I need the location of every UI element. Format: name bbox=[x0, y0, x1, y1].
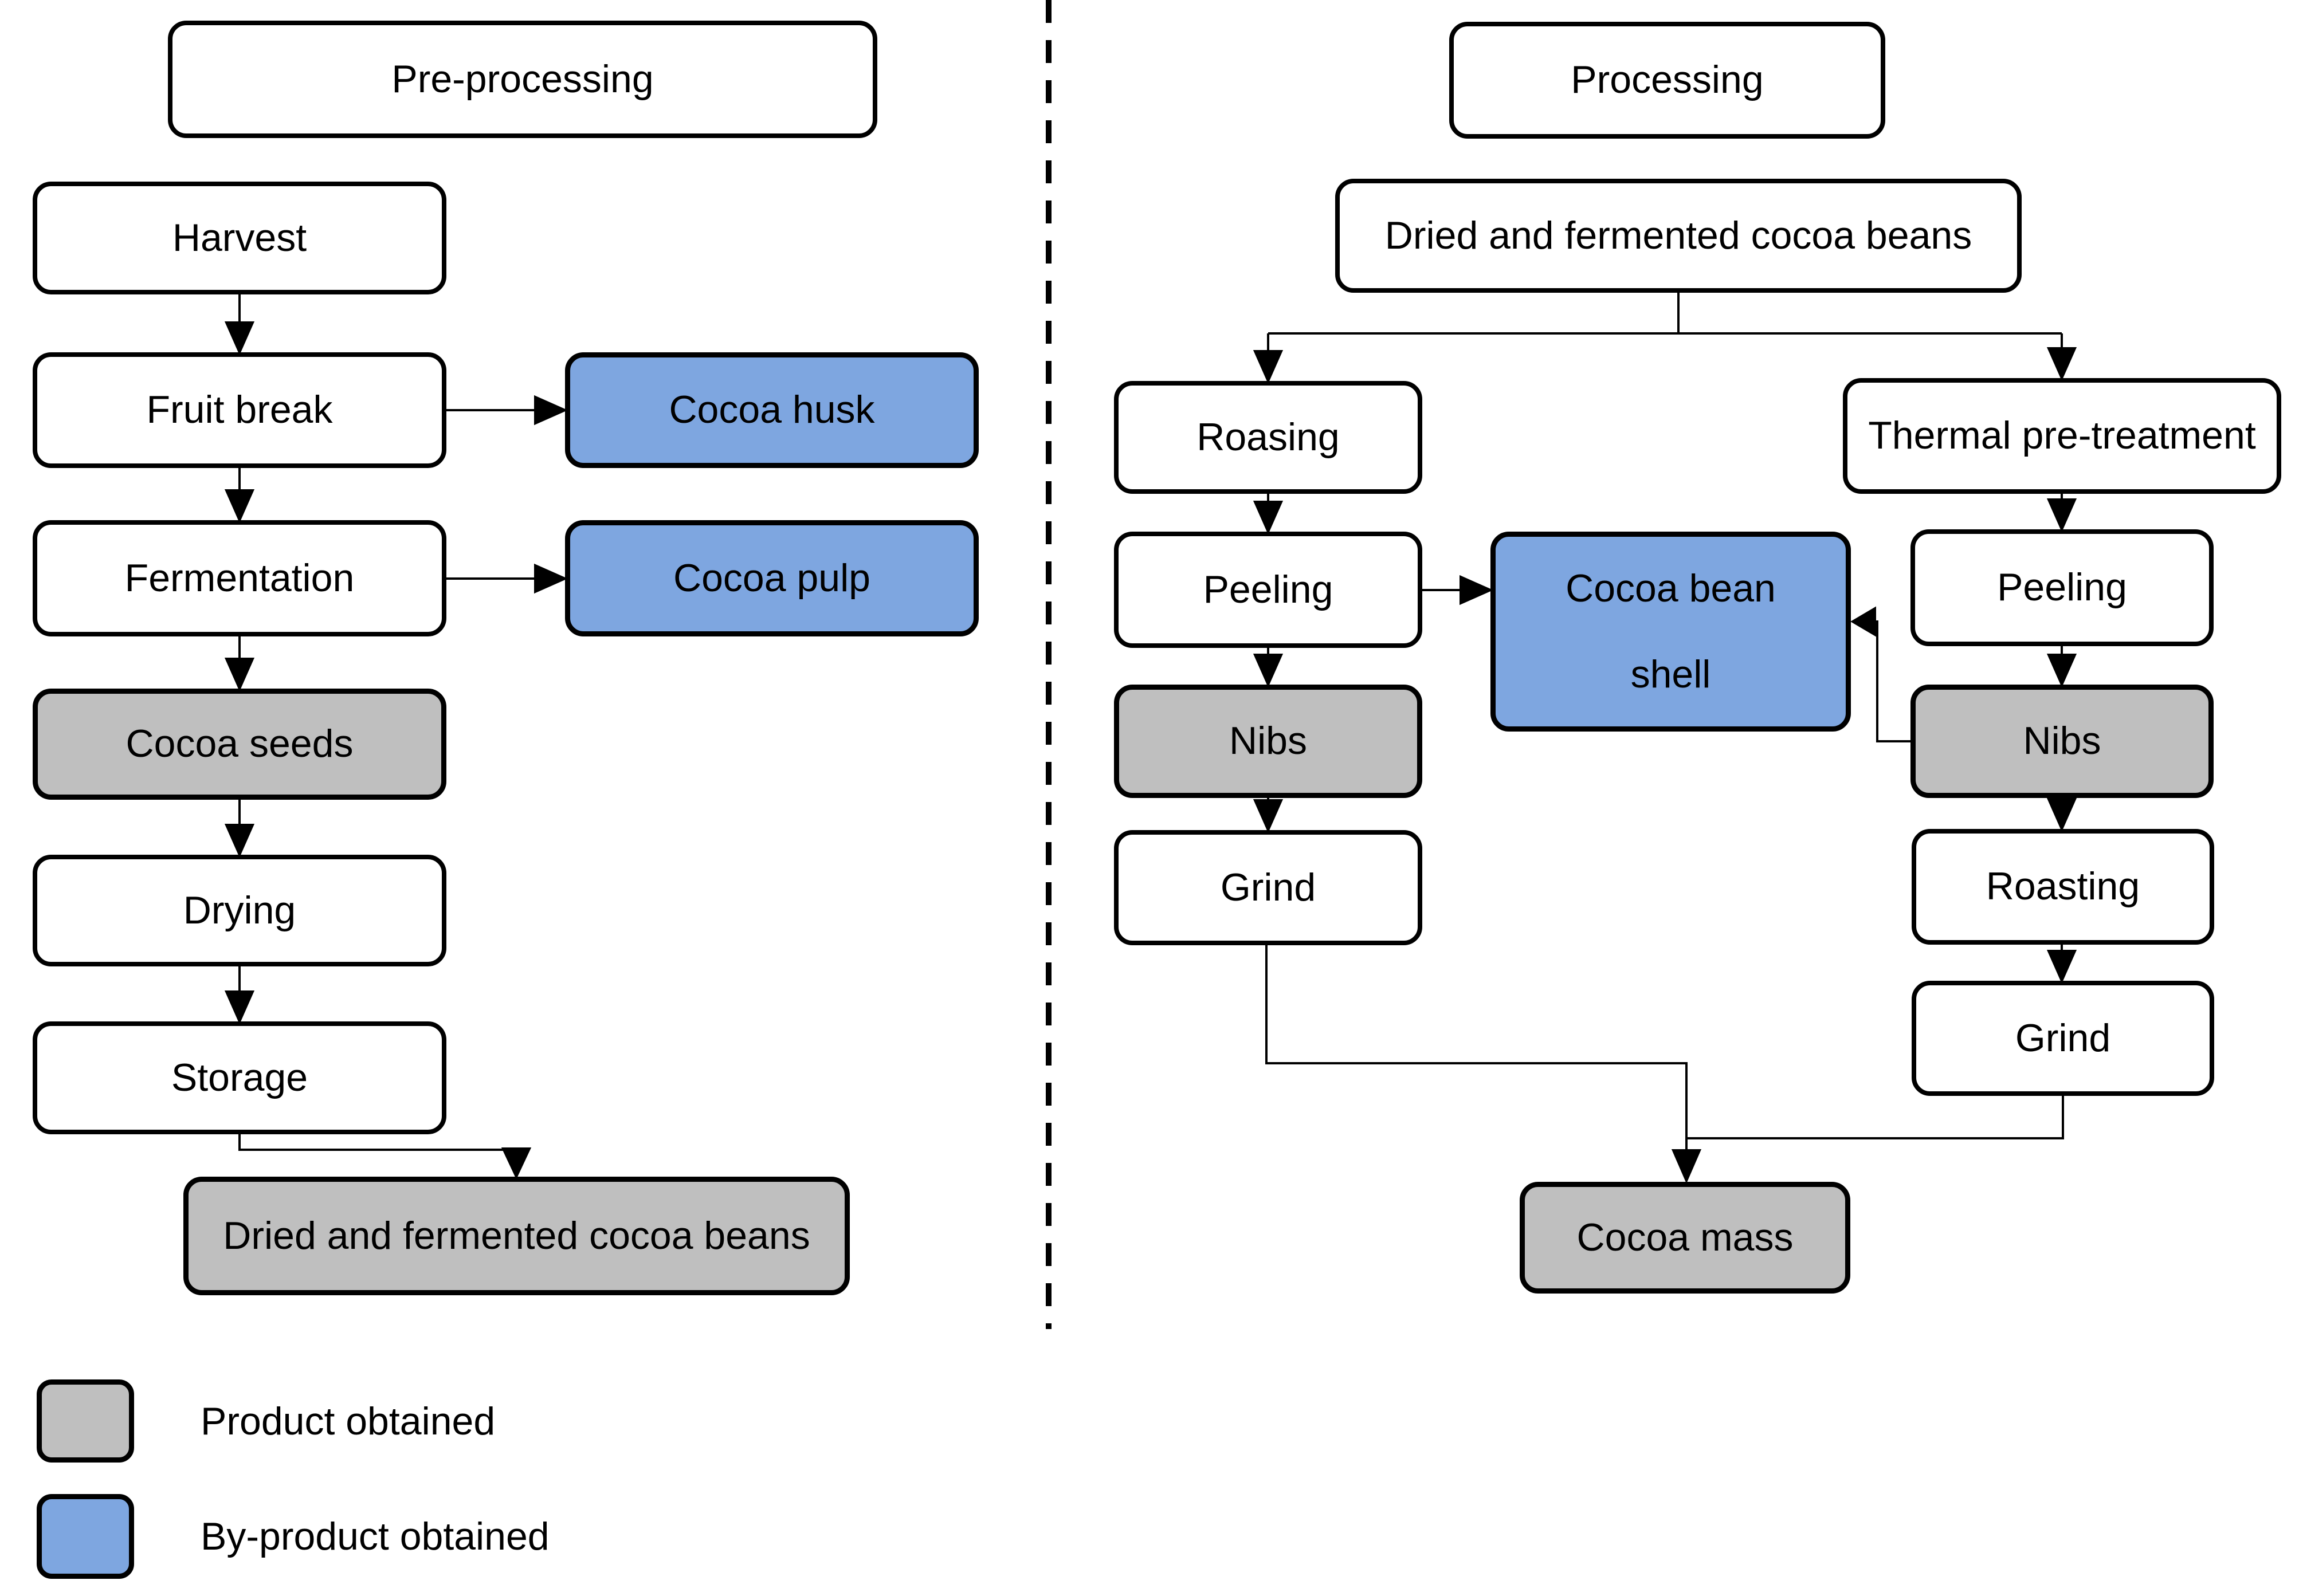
arrow-nibs-to-roasting-right bbox=[2046, 798, 2077, 832]
arrow-thermal-to-peeling-right bbox=[2046, 494, 2077, 532]
arrow-harvest-to-fruit-break bbox=[224, 294, 255, 355]
arrow-fermentation-to-cocoa-pulp bbox=[446, 563, 568, 594]
node-nibs-left: Nibs bbox=[1114, 685, 1422, 798]
node-grind-right: Grind bbox=[1912, 981, 2214, 1096]
node-fermentation: Fermentation bbox=[33, 520, 446, 636]
branch-dried-beans-split bbox=[1253, 293, 2077, 384]
arrow-peeling-to-nibs-left bbox=[1253, 648, 1284, 687]
node-storage: Storage bbox=[33, 1021, 446, 1134]
arrow-nibs-to-grind-left bbox=[1253, 798, 1284, 833]
arrow-grind-left-to-cocoa-mass bbox=[1265, 945, 1702, 1184]
arrow-nibs-right-to-shell bbox=[1850, 606, 1910, 742]
node-nibs-right: Nibs bbox=[1910, 685, 2214, 798]
legend-byproduct-swatch bbox=[37, 1494, 134, 1579]
node-peeling-left: Peeling bbox=[1114, 532, 1422, 648]
node-cocoa-mass: Cocoa mass bbox=[1520, 1182, 1850, 1294]
arrow-roasing-to-peeling bbox=[1253, 494, 1284, 534]
node-roasting-right: Roasting bbox=[1912, 829, 2214, 945]
arrow-peeling-to-nibs-right bbox=[2046, 646, 2077, 687]
section-title-preprocessing: Pre-processing bbox=[168, 21, 877, 138]
arrow-drying-to-storage bbox=[224, 966, 255, 1024]
arrow-roasting-to-grind-right bbox=[2046, 945, 2077, 984]
node-grind-left: Grind bbox=[1114, 830, 1422, 945]
line-grind-right-to-junction bbox=[1686, 1096, 2064, 1139]
node-peeling-right: Peeling bbox=[1910, 529, 2214, 646]
legend-product-swatch bbox=[37, 1379, 134, 1463]
node-cocoa-pulp: Cocoa pulp bbox=[565, 520, 979, 636]
node-cocoa-seeds: Cocoa seeds bbox=[33, 689, 446, 800]
arrow-fruit-break-to-fermentation bbox=[224, 468, 255, 523]
node-roasing-left: Roasing bbox=[1114, 381, 1422, 494]
arrow-peeling-left-to-shell bbox=[1422, 575, 1493, 606]
arrow-fruit-break-to-cocoa-husk bbox=[446, 395, 568, 426]
node-cocoa-bean-shell: Cocoa bean shell bbox=[1490, 532, 1851, 732]
node-dried-beans-preprocessing: Dried and fermented cocoa beans bbox=[183, 1177, 850, 1295]
node-harvest: Harvest bbox=[33, 182, 446, 294]
node-dried-beans-processing: Dried and fermented cocoa beans bbox=[1335, 179, 2022, 293]
node-cocoa-husk: Cocoa husk bbox=[565, 352, 979, 468]
legend-byproduct-label: By-product obtained bbox=[201, 1515, 550, 1558]
arrow-cocoa-seeds-to-drying bbox=[224, 800, 255, 858]
node-drying: Drying bbox=[33, 855, 446, 966]
node-thermal-pre-treatment: Thermal pre-treatment bbox=[1843, 378, 2281, 494]
arrow-fermentation-to-cocoa-seeds bbox=[224, 636, 255, 691]
section-title-processing: Processing bbox=[1449, 22, 1885, 139]
legend-product-label: Product obtained bbox=[201, 1399, 496, 1443]
node-fruit-break: Fruit break bbox=[33, 352, 446, 468]
arrow-storage-to-dried-beans bbox=[238, 1134, 532, 1180]
